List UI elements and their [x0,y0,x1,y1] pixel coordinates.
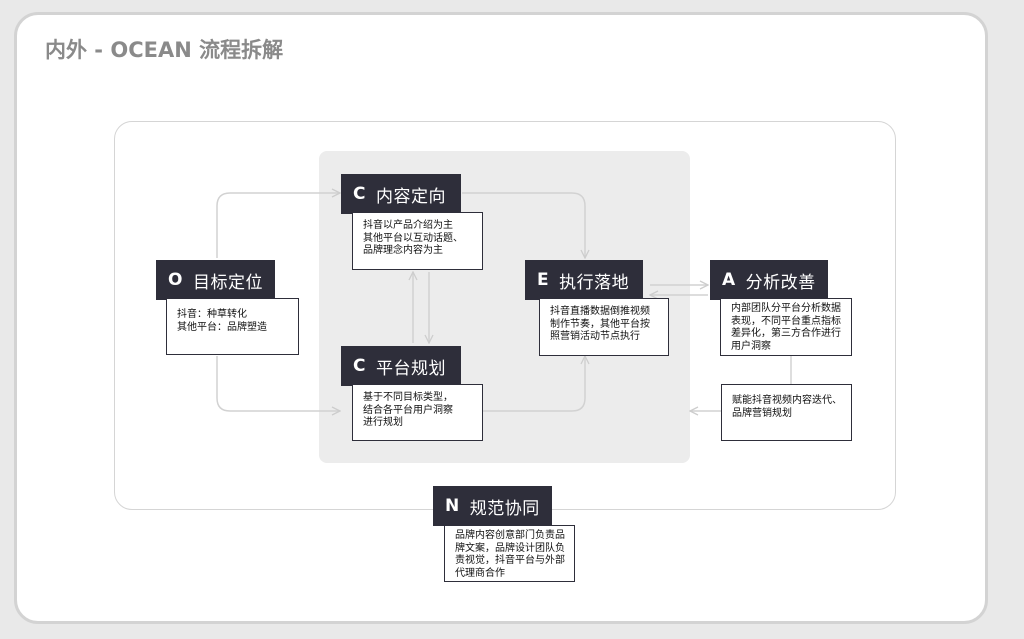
node-n-title: 规范协同 [469,498,540,519]
node-c2-letter: C [353,356,366,376]
page-title: 内外 - OCEAN 流程拆解 [45,38,284,62]
node-e-title: 执行落地 [559,272,630,293]
arrow-o-to-c2 [216,356,340,411]
node-a-letter: A [722,270,736,290]
node-o-desc: 抖音：种草转化 其他平台：品牌塑造 [166,298,299,355]
node-c2-header: C 平台规划 [341,346,461,386]
node-e-desc: 抖音直播数据倒推视频 制作节奏，其他平台按 照营销活动节点执行 [539,298,669,356]
node-n-desc: 品牌内容创意部门负责品 牌文案，品牌设计团队负 责视觉，抖音平台与外部 代理商合… [444,525,575,582]
arrow-c1-to-e [462,192,585,258]
node-e-letter: E [537,270,550,290]
node-a-feedback: 赋能抖音视频内容迭代、 品牌营销规划 [721,384,852,441]
node-c1-title: 内容定向 [375,186,446,207]
node-n-letter: N [445,496,460,516]
arrow-o-to-c1 [216,193,340,258]
node-o-header: O 目标定位 [156,260,275,300]
node-c2-desc: 基于不同目标类型， 结合各平台用户洞察 进行规划 [352,384,483,441]
node-c1-letter: C [353,184,366,204]
node-a-title: 分析改善 [745,272,816,293]
arrow-c2-to-e [482,356,585,412]
node-o-letter: O [168,270,183,290]
node-n-header: N 规范协同 [433,486,552,526]
node-c1-desc: 抖音以产品介绍为主 其他平台以互动话题、 品牌理念内容为主 [352,212,483,270]
node-a-header: A 分析改善 [710,260,828,300]
node-o-title: 目标定位 [192,272,263,293]
node-e-header: E 执行落地 [525,260,643,300]
node-a-desc: 内部团队分平台分析数据 表现，不同平台重点指标 差异化，第三方合作进行 用户洞察 [720,298,852,356]
node-c2-title: 平台规划 [375,358,446,379]
node-c1-header: C 内容定向 [341,174,461,214]
